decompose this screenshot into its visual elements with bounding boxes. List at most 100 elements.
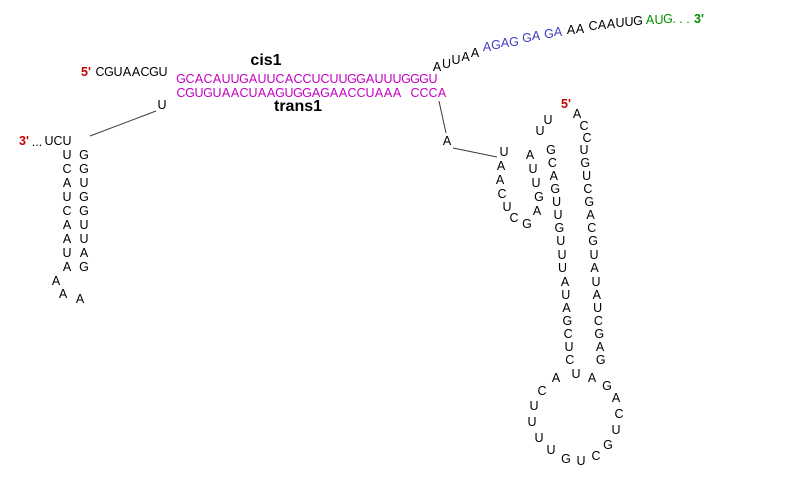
upstream-sequence: U — [113, 64, 123, 79]
hairpin-lower-right: G — [594, 326, 605, 341]
top-strand-blue: A — [531, 28, 541, 43]
hairpin-bulge-left: U — [557, 260, 568, 275]
cis1-strand: A — [365, 71, 375, 86]
hairpin-lower-right: U — [593, 300, 603, 315]
left-stem-right: G — [79, 203, 89, 218]
big-loop-nt: C — [537, 383, 547, 398]
big-loop-nt: C — [591, 448, 601, 463]
trans1-strand: A — [230, 85, 240, 100]
left-loop-nt: A — [75, 291, 85, 306]
cis1-strand: A — [212, 71, 222, 86]
trans1-strand: A — [221, 85, 231, 100]
hairpin-lower-right: A — [592, 287, 601, 302]
hairpin-lower-left: G — [562, 313, 573, 328]
left-stem-right: G — [79, 147, 89, 162]
cis1-strand: U — [266, 71, 276, 86]
big-loop-nt: A — [611, 390, 621, 405]
big-loop-nt: U — [571, 366, 581, 381]
cis1-strand: C — [203, 71, 213, 86]
hairpin-top-nt: C — [579, 118, 589, 133]
ellipsis: ... — [31, 134, 43, 149]
cis1-strand: U — [383, 71, 393, 86]
small-loop-nt: C — [497, 186, 507, 201]
small-loop-nt: U — [531, 175, 541, 190]
cis1-strand: G — [176, 71, 186, 86]
hairpin-upper-right: C — [587, 220, 597, 235]
left-stem-right: U — [79, 231, 89, 246]
cis1-strand: C — [320, 71, 330, 86]
cis1-strand: U — [428, 71, 438, 86]
trans1-strand: U — [194, 85, 204, 100]
hairpin-upper-left: C — [547, 155, 557, 170]
cis1-strand: C — [275, 71, 285, 86]
hairpin-lower-right: G — [595, 352, 606, 367]
left-stem-left: A — [62, 217, 72, 232]
big-loop-nt: U — [611, 422, 621, 437]
trans1-strand: A — [374, 85, 384, 100]
connector-nt: U — [535, 123, 545, 138]
connector-nt: U — [543, 112, 553, 127]
small-loop-nt: G — [534, 189, 544, 204]
hairpin-lower-right: A — [595, 339, 605, 354]
top-strand: A — [566, 22, 576, 37]
big-loop-nt: G — [603, 437, 613, 452]
backbone-connector-line — [438, 100, 447, 134]
hairpin-lower-left: U — [561, 287, 571, 302]
hairpin-bulge-right: U — [589, 247, 599, 262]
big-loop-nt: G — [602, 378, 612, 393]
cis1-strand: A — [284, 71, 294, 86]
cis1-strand: U — [257, 71, 267, 86]
trans1-strand: A — [266, 85, 276, 100]
trans1-strand: A — [437, 85, 447, 100]
big-loop-nt: C — [614, 406, 624, 421]
small-loop-nt: A — [532, 203, 542, 218]
big-loop-nt: U — [527, 414, 537, 429]
top-strand: C — [588, 18, 598, 33]
top-strand-blue: G — [522, 30, 532, 45]
cis1-strand: G — [239, 71, 249, 86]
top-strand-blue: A — [553, 24, 563, 39]
left-stem-right: U — [79, 217, 89, 232]
hairpin-upper-left: G — [554, 220, 565, 235]
hairpin-upper-left: U — [552, 194, 562, 209]
hairpin-lower-left: A — [560, 274, 570, 289]
cis1-strand: U — [311, 71, 321, 86]
left-stem-left: A — [62, 231, 72, 246]
trans1-strand: C — [428, 85, 438, 100]
upstream-sequence: G — [104, 64, 114, 79]
top-strand: U — [451, 52, 461, 67]
small-loop-nt: A — [495, 172, 505, 187]
top-strand: U — [441, 56, 452, 71]
hairpin-upper-left: U — [553, 207, 563, 222]
left-stem-right: A — [79, 245, 89, 260]
trans1-strand: U — [248, 85, 258, 100]
top-strand-blue: G — [491, 37, 501, 52]
top-strand: A — [461, 49, 470, 64]
big-loop-nt: U — [534, 430, 544, 445]
hairpin-upper-right: U — [582, 168, 592, 183]
trans1-strand: G — [203, 85, 213, 100]
hairpin-upper-right: A — [586, 207, 595, 222]
start-codon: G — [663, 11, 673, 26]
cis1-strand: C — [185, 71, 195, 86]
cis1-strand: C — [302, 71, 312, 86]
ellipsis-green: . . . — [672, 11, 690, 26]
big-loop-nt: A — [551, 370, 561, 385]
backbone-connector-line — [89, 110, 157, 137]
three-prime-tail: U — [44, 133, 54, 148]
hairpin-bulge-right: A — [590, 260, 599, 275]
cis1-strand: U — [338, 71, 348, 86]
linker-nt: U — [157, 97, 167, 112]
top-strand: G — [633, 13, 643, 28]
top-strand-blue: G — [509, 34, 519, 49]
cis1-strand: A — [248, 71, 258, 86]
small-loop-nt: U — [502, 199, 512, 214]
hairpin-upper-left: A — [549, 168, 558, 183]
left-stem-right: U — [79, 175, 89, 190]
trans1-strand: U — [365, 85, 375, 100]
small-loop-nt: U — [499, 144, 509, 159]
upstream-sequence: C — [95, 64, 105, 79]
small-loop-nt: G — [522, 216, 532, 231]
hairpin-upper-left: U — [556, 233, 566, 248]
trans1-strand: U — [284, 85, 294, 100]
